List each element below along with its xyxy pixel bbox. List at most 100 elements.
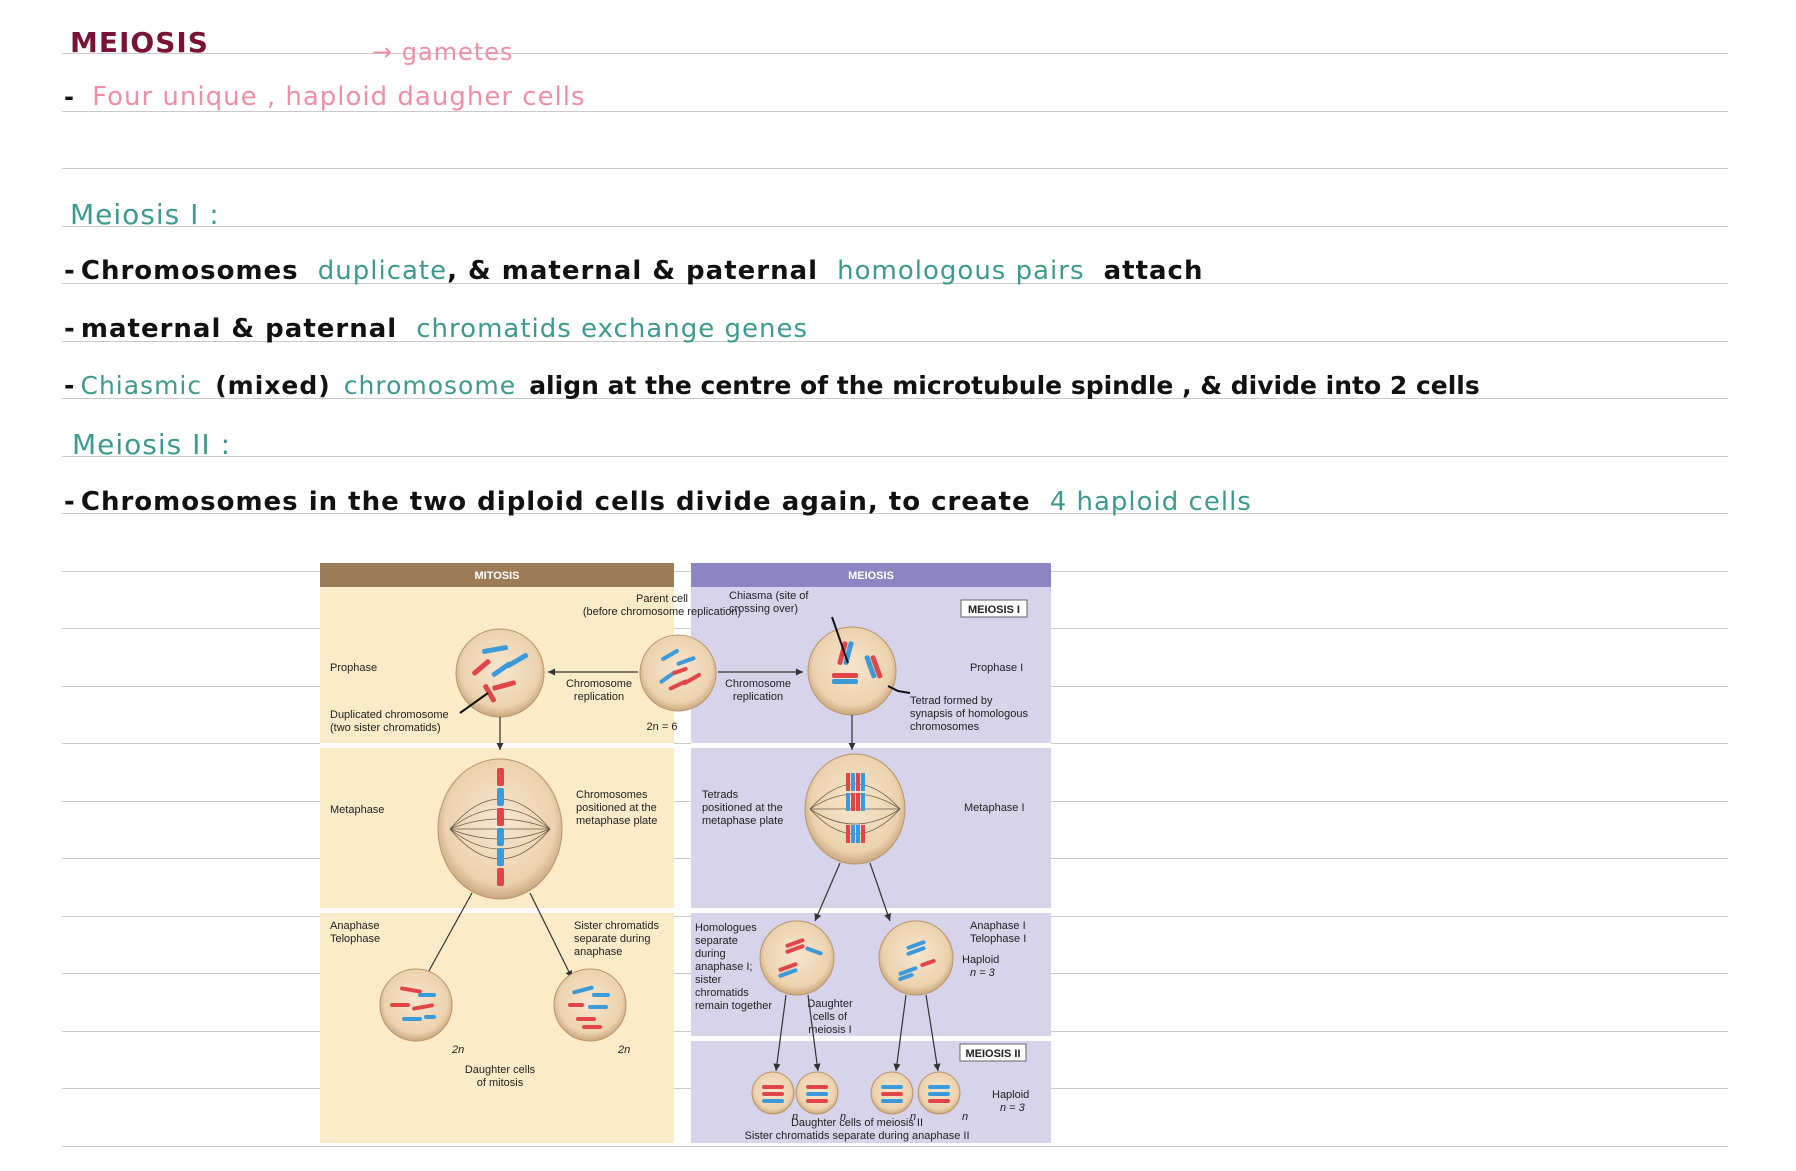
chrom-positioned-sublabel-2: metaphase plate xyxy=(576,815,657,827)
meiosis-i-daughter-left xyxy=(759,920,835,996)
replication-left-sublabel: replication xyxy=(574,691,624,703)
meiosis-ii-daughter-3-chromosomes xyxy=(881,1085,903,1103)
meiosis-prophase-chromosomes xyxy=(832,641,883,684)
chiasma-sublabel: crossing over) xyxy=(729,603,798,615)
mitosis-header: MITOSIS xyxy=(474,570,519,582)
bullet-dash: - xyxy=(64,83,75,111)
replication-right-sublabel: replication xyxy=(733,691,783,703)
note-highlight: 4 haploid cells xyxy=(1049,487,1252,517)
haploid-n-1: n = 3 xyxy=(970,967,996,979)
tetrads-positioned-label: Tetrads xyxy=(702,789,739,801)
mitosis-daughter-cell-left xyxy=(379,968,453,1042)
chrom-positioned-sublabel-1: positioned at the xyxy=(576,802,657,814)
daughter-meiosis-i-label-1: Daughter xyxy=(807,998,853,1010)
note-text: Chromosomes xyxy=(80,256,299,286)
meiosis-ii-daughter-1-chromosomes xyxy=(762,1085,784,1103)
n-label-4: n xyxy=(962,1111,968,1123)
homologues-label-6: chromatids xyxy=(695,987,749,999)
mitosis-2n-right: 2n xyxy=(617,1044,630,1056)
telophase-label: Telophase xyxy=(330,933,380,945)
parent-cell-sublabel: (before chromosome replication) xyxy=(583,606,741,618)
row-divider xyxy=(691,743,1051,748)
meiosis-i-line-3: - Chiasmic (mixed) chromosome align at t… xyxy=(64,371,1480,400)
tetrads-positioned-sublabel-1: positioned at the xyxy=(702,802,783,814)
meiosis-ii-line-1: - Chromosomes in the two diploid cells d… xyxy=(64,487,1252,517)
prophase-i-label: Prophase I xyxy=(970,662,1023,674)
meiosis-i-label: MEIOSIS I xyxy=(968,604,1020,616)
parent-cell-label: Parent cell xyxy=(636,593,688,605)
duplicated-pointer xyxy=(459,692,489,714)
homologues-label-5: sister xyxy=(695,974,722,986)
haploid-label-1: Haploid xyxy=(962,954,999,966)
chiasma-pointer xyxy=(831,616,849,664)
homologues-label-3: during xyxy=(695,948,726,960)
replication-left-label: Chromosome xyxy=(566,678,632,690)
bullet-dash: - xyxy=(64,314,76,344)
rule-line xyxy=(62,111,1728,112)
duplicated-label: Duplicated chromosome xyxy=(330,709,449,721)
n-label-2: n xyxy=(840,1111,846,1123)
note-highlight: chromatids exchange genes xyxy=(416,314,808,344)
rule-line xyxy=(62,53,1728,54)
metaphase-i-label: Metaphase I xyxy=(964,802,1025,814)
page-title: MEIOSIS xyxy=(70,26,209,59)
rule-line xyxy=(62,226,1728,227)
homologues-label-7: remain together xyxy=(695,1000,772,1012)
note-text: (mixed) xyxy=(215,371,331,400)
note-text: maternal & paternal xyxy=(80,314,398,344)
mitosis-header-bar xyxy=(320,563,674,587)
telophase-i-label: Telophase I xyxy=(970,933,1026,945)
tetrad-label: Tetrad formed by xyxy=(910,695,993,707)
meiosis-header-bar xyxy=(691,563,1051,587)
note-highlight: duplicate xyxy=(317,256,448,286)
meiosis-i-daughter-right xyxy=(878,920,954,996)
arrow-meiosis-ii-2 xyxy=(807,994,821,1072)
haploid-label-2: Haploid xyxy=(992,1089,1029,1101)
meiosis-ii-label: MEIOSIS II xyxy=(965,1048,1020,1060)
meiosis-header: MEIOSIS xyxy=(848,570,894,582)
gametes-note: → gametes xyxy=(372,38,514,66)
row-divider xyxy=(320,908,674,913)
sister-separate-sublabel-1: separate during xyxy=(574,933,650,945)
row-divider xyxy=(320,743,674,748)
daughter-meiosis-i-label-2: cells of xyxy=(813,1011,848,1023)
meiosis-ii-heading: Meiosis II : xyxy=(72,428,231,461)
bullet-dash: - xyxy=(64,371,76,400)
meiosis-ii-daughter-2-chromosomes xyxy=(806,1085,828,1103)
note-highlight: homologous pairs xyxy=(837,256,1085,286)
note-text: attach xyxy=(1103,256,1204,286)
note-highlight: Chiasmic xyxy=(80,371,203,400)
bullet-dash: - xyxy=(64,487,76,517)
arrow-mitosis-left xyxy=(424,892,473,979)
arrow-meiosis-right xyxy=(869,862,892,922)
note-text: align at the centre of the microtubule s… xyxy=(529,371,1480,400)
meiosis-metaphase-tetrads xyxy=(846,773,865,843)
daughter-meiosis-ii-label: Daughter cells of meiosis II xyxy=(791,1117,923,1129)
mitosis-2n-left: 2n xyxy=(451,1044,464,1056)
mitosis-prophase-chromosomes xyxy=(472,645,529,703)
homologues-label-2: separate xyxy=(695,935,738,947)
sister-separate-sublabel-2: anaphase xyxy=(574,946,622,958)
meiosis-ii-box xyxy=(959,1043,1027,1062)
meiosis-i-daughter-right-chromosomes xyxy=(898,940,936,982)
arrow-meiosis-ii-4 xyxy=(925,994,941,1072)
mitosis-daughter-left-chromosomes xyxy=(390,986,436,1021)
row-divider xyxy=(691,1036,1051,1041)
daughter-mitosis-sublabel: of mitosis xyxy=(477,1077,524,1089)
parent-2n-label: 2n = 6 xyxy=(647,721,678,733)
arrow-mitosis-right xyxy=(529,892,573,979)
daughter-mitosis-label: Daughter cells xyxy=(465,1064,536,1076)
meiosis-i-line-1: - Chromosomes duplicate, & maternal & pa… xyxy=(64,256,1203,286)
bullet-dash: - xyxy=(64,256,76,286)
bullet-four-unique: - Four unique , haploid daugher cells xyxy=(64,82,586,112)
mitosis-daughter-right-chromosomes xyxy=(568,985,610,1029)
daughter-meiosis-i-label-3: meiosis I xyxy=(808,1024,851,1036)
anaphase-label: Anaphase xyxy=(330,920,380,932)
n-label-3: n xyxy=(910,1111,916,1123)
meiosis-ii-daughter-4-chromosomes xyxy=(928,1085,950,1103)
chiasma-label: Chiasma (site of xyxy=(729,590,809,602)
note-text: Chromosomes in the two diploid cells div… xyxy=(80,487,1031,517)
rule-line xyxy=(62,398,1728,399)
meiosis-i-daughter-left-chromosomes xyxy=(778,938,823,978)
tetrad-sublabel-2: chromosomes xyxy=(910,721,980,733)
